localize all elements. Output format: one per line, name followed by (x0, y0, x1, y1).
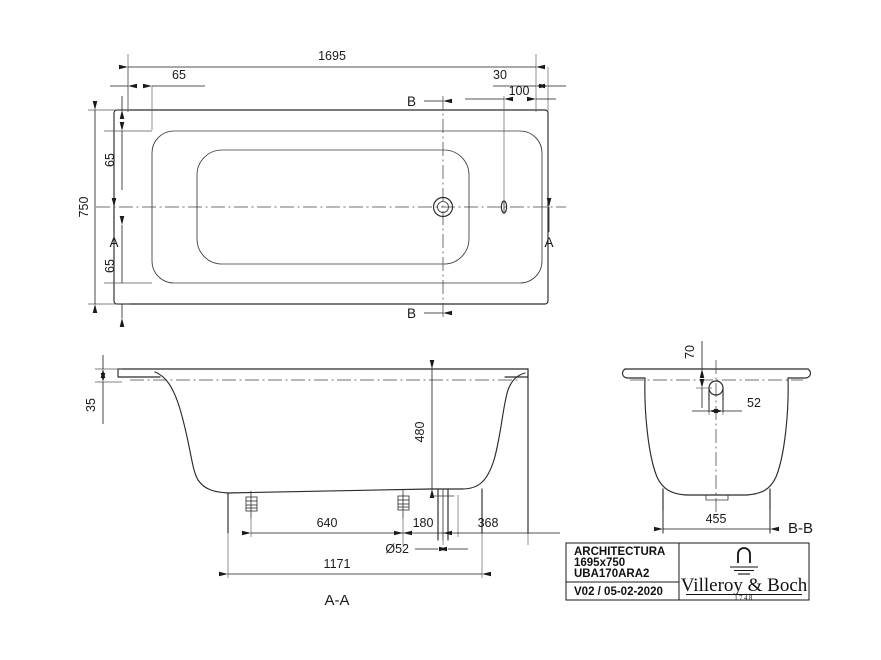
dim-foot-to-drain: 640 (317, 516, 338, 530)
dim-rim-thickness: 35 (84, 398, 98, 412)
bb-rim-right-cap (787, 368, 812, 379)
plan-view: 1695 65 30 100 750 65 65 A (77, 49, 566, 327)
bb-rim-left-cap (621, 368, 646, 379)
aa-foot-left-body (245, 496, 258, 512)
dim-bottom-length: 1171 (324, 557, 351, 571)
brand-name: Villeroy & Boch (681, 575, 808, 596)
aa-foot-left (245, 490, 258, 519)
dim-right-end: 368 (478, 516, 499, 530)
title-block-article-number: UBA170ARA2 (574, 568, 649, 580)
title-block-frame (565, 542, 810, 601)
fountain-arch (737, 547, 751, 563)
dim-right-offset-100: 100 (509, 84, 530, 98)
plan-drain-inner (437, 201, 449, 213)
section-bb-view: 70 52 455 B-B (621, 341, 813, 537)
section-marker-b-bottom: B (407, 306, 416, 321)
aa-foot-right-body (397, 495, 410, 511)
view-label-bb: B-B (788, 520, 813, 537)
aa-foot-right (397, 489, 410, 519)
title-block: ARCHITECTURA 1695x750 UBA170ARA2 V02 / 0… (565, 542, 810, 602)
dim-rim-left: 65 (172, 68, 186, 82)
aa-right-wall (461, 372, 526, 490)
dim-rim-top: 65 (103, 153, 117, 167)
dim-depth: 480 (413, 422, 427, 443)
dim-overall-length: 1695 (318, 49, 346, 63)
plan-rim-inner-edge (151, 130, 543, 284)
brand-year: 1748 (734, 594, 754, 602)
dim-drain-offset: 180 (413, 516, 434, 530)
dim-drain-diameter: Ø52 (385, 542, 409, 556)
title-block-product-name: ARCHITECTURA (574, 546, 665, 558)
section-marker-b-top: B (407, 94, 416, 109)
bb-right-wall (746, 377, 789, 496)
bb-left-wall (644, 377, 687, 496)
plan-drain-outer (432, 196, 454, 218)
dim-right-offset-30: 30 (493, 68, 507, 82)
section-aa-view: 35 480 640 180 368 Ø52 1171 A-A (84, 355, 560, 609)
title-block-revision: V02 / 05-02-2020 (574, 586, 663, 598)
fountain-icon (730, 547, 758, 575)
dim-overflow-offset: 52 (747, 396, 761, 410)
dim-overall-width: 750 (77, 197, 91, 218)
title-block-size: 1695x750 (574, 557, 625, 569)
aa-basin-bottom (227, 488, 463, 494)
section-marker-a-left: A (109, 235, 118, 250)
view-label-aa: A-A (324, 592, 349, 609)
dim-base-width: 455 (706, 512, 727, 526)
bb-drain-bump (705, 494, 729, 501)
section-marker-a-right: A (544, 235, 553, 250)
dim-rim-bottom: 65 (103, 259, 117, 273)
aa-rim-left-return (117, 368, 161, 378)
dim-overflow-height: 70 (683, 345, 697, 359)
aa-left-wall (154, 371, 229, 494)
